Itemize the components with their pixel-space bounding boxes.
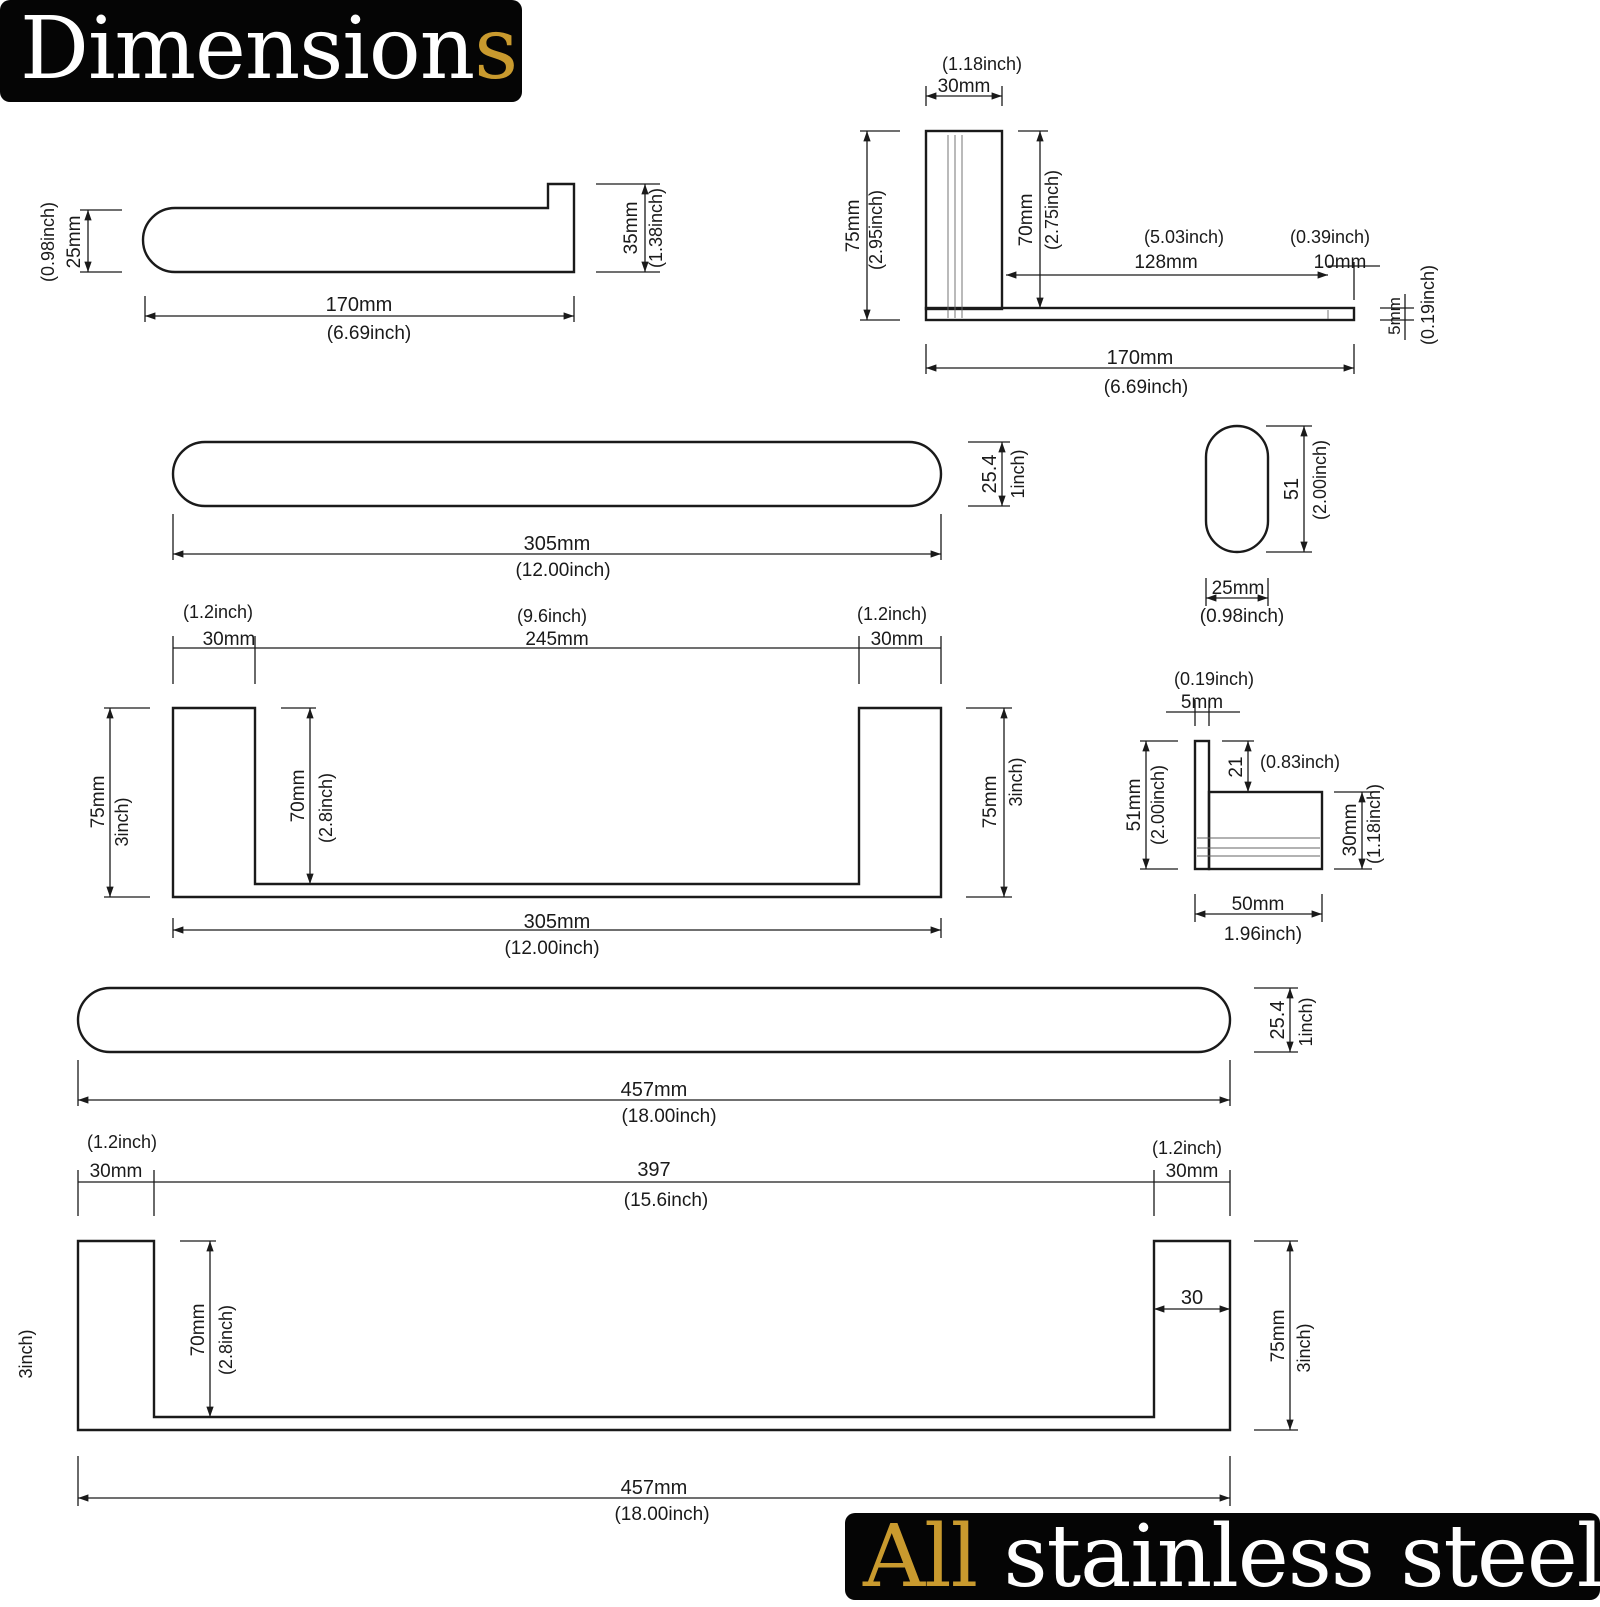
bar-457-length-inch: (18.00inch) (621, 1106, 716, 1127)
oval-base-outline (1204, 424, 1270, 554)
small-width-inch: (0.19inch) (1174, 669, 1254, 689)
small-top: 21 (1226, 756, 1247, 777)
bar-457-length-mm: 457mm (621, 1079, 688, 1101)
bar-457-arm: 30 (1181, 1287, 1203, 1309)
hook-width-inch: (1.18inch) (942, 54, 1022, 74)
oval-width-mm: 25mm (1212, 578, 1265, 599)
bar-457-side-length-inch: (18.00inch) (614, 1504, 709, 1525)
bar-457-left-inch: (1.2inch) (87, 1132, 157, 1152)
bar-305-side-outline (171, 706, 943, 899)
hook-length-inch: (6.69inch) (1104, 377, 1189, 398)
bar-305-mid-inch: (9.6inch) (517, 606, 587, 626)
small-hook-base (1207, 790, 1324, 871)
paper-holder-outline (141, 182, 576, 274)
bar-457-inner-inch: (2.8inch) (216, 1305, 236, 1375)
hook-arm-mm: 128mm (1134, 252, 1197, 273)
holder-height-mm: 25mm (64, 216, 85, 269)
small-right-inch: (1.18inch) (1364, 784, 1384, 864)
bar-305-right-inch: (1.2inch) (857, 604, 927, 624)
dimensions-title: Dimensions (20, 0, 518, 102)
bar-305-length-inch: (12.00inch) (515, 560, 610, 581)
hook-tip-mm: 10mm (1314, 252, 1367, 273)
material-banner: All stainless steel (845, 1507, 1600, 1607)
oval-height: 51 (1281, 478, 1303, 500)
bar-305-right-height-mm: 75mm (980, 776, 1001, 829)
dimensions-title-main: Dimension (20, 0, 475, 99)
hook-length-mm: 170mm (1107, 347, 1174, 369)
bar-457-mid-inch: (15.6inch) (624, 1190, 709, 1211)
bar-457-side-view: (1.2inch) 30mm 397 (15.6inch) (1.2inch) … (16, 1132, 1314, 1525)
bar-305-right-mm: 30mm (871, 629, 924, 650)
hook-inner-mm: 70mm (1016, 194, 1037, 247)
bar-305-side-length-mm: 305mm (524, 911, 591, 933)
bar-305-side-view: (1.2inch) 30mm (9.6inch) 245mm (1.2inch)… (88, 602, 1026, 959)
bar-457-inner-mm: 70mm (188, 1304, 209, 1357)
bar-457-top-view: 25.4 1inch) 457mm (18.00inch) (76, 986, 1316, 1127)
holder-length-inch: (6.69inch) (327, 323, 412, 344)
bar-305-height-inch: 1inch) (1008, 449, 1028, 498)
bar-305-right-height-inch: 3inch) (1006, 757, 1026, 806)
bar-305-outline (171, 440, 943, 508)
hook-arm-inch: (5.03inch) (1144, 227, 1224, 247)
small-height-mm: 51mm (1124, 779, 1145, 832)
bar-457-left-mm: 30mm (90, 1161, 143, 1182)
bar-457-outline (76, 986, 1232, 1054)
small-hook-post (1193, 739, 1211, 871)
bar-457-right-inch: (1.2inch) (1152, 1138, 1222, 1158)
holder-tip-inch: (1.38inch) (646, 188, 666, 268)
material-main: stainless steel (977, 1507, 1600, 1607)
hook-height-inch: (2.95inch) (866, 190, 886, 270)
bar-305-inner-mm: 70mm (288, 770, 309, 823)
hook-arm (924, 306, 1356, 322)
holder-height-inch: (0.98inch) (38, 202, 58, 282)
paper-holder-drawing: (0.98inch) 25mm 35mm (1.38inch) 170mm (6… (38, 182, 666, 344)
hook-thick-mm: 5mm (1385, 297, 1404, 335)
small-top-inch: (0.83inch) (1260, 752, 1340, 772)
hook-thick-inch: (0.19inch) (1418, 265, 1438, 345)
material-accent: All (863, 1507, 978, 1607)
bar-457-left-height-inch: 3inch) (16, 1329, 36, 1378)
holder-tip-mm: 35mm (621, 202, 642, 255)
hook-drawing: (1.18inch) 30mm 75mm (2.95inch) 70mm (2.… (843, 54, 1438, 398)
material-text: All stainless steel (863, 1507, 1600, 1607)
oval-width-inch: (0.98inch) (1200, 606, 1285, 627)
bar-457-right-height-mm: 75mm (1268, 1310, 1289, 1363)
small-right-mm: 30mm (1340, 804, 1361, 857)
hook-post (924, 129, 1004, 311)
small-hook-drawing: (0.19inch) 5mm 51mm (2.00inch) 21 (0.83i… (1124, 669, 1384, 945)
oval-height-inch: (2.00inch) (1310, 440, 1330, 520)
bar-305-left-mm: 30mm (203, 629, 256, 650)
bar-457-right-mm: 30mm (1166, 1161, 1219, 1182)
hook-width-mm: 30mm (938, 76, 991, 97)
bar-457-side-outline (76, 1239, 1232, 1432)
bar-457-side-length-mm: 457mm (621, 1477, 688, 1499)
small-width-mm: 5mm (1181, 692, 1223, 713)
dimensions-title-banner: Dimensions (0, 0, 522, 102)
oval-base-drawing: 51 (2.00inch) 25mm (0.98inch) (1200, 424, 1330, 627)
bar-305-height: 25.4 (979, 455, 1001, 494)
bar-305-top-view: 25.4 1inch) 305mm (12.00inch) (171, 440, 1028, 581)
hook-inner-inch: (2.75inch) (1042, 170, 1062, 250)
bar-305-mid-mm: 245mm (525, 629, 588, 650)
small-length-mm: 50mm (1232, 894, 1285, 915)
bar-457-height-inch: 1inch) (1296, 997, 1316, 1046)
hook-tip-inch: (0.39inch) (1290, 227, 1370, 247)
bar-457-height: 25.4 (1267, 1001, 1289, 1040)
holder-length-mm: 170mm (326, 294, 393, 316)
bar-305-length-mm: 305mm (524, 533, 591, 555)
bar-305-side-length-inch: (12.00inch) (504, 938, 599, 959)
bar-305-inner-inch: (2.8inch) (316, 773, 336, 843)
small-height-inch: (2.00inch) (1148, 765, 1168, 845)
bar-457-right-height-inch: 3inch) (1294, 1323, 1314, 1372)
bar-457-mid: 397 (637, 1159, 670, 1181)
bar-305-height-inch-side: 3inch) (112, 797, 132, 846)
dimensions-title-accent: s (474, 0, 518, 99)
bar-305-left-inch: (1.2inch) (183, 602, 253, 622)
hook-height-mm: 75mm (843, 200, 864, 253)
bar-305-height-mm: 75mm (88, 776, 109, 829)
small-length-inch: 1.96inch) (1224, 924, 1302, 945)
